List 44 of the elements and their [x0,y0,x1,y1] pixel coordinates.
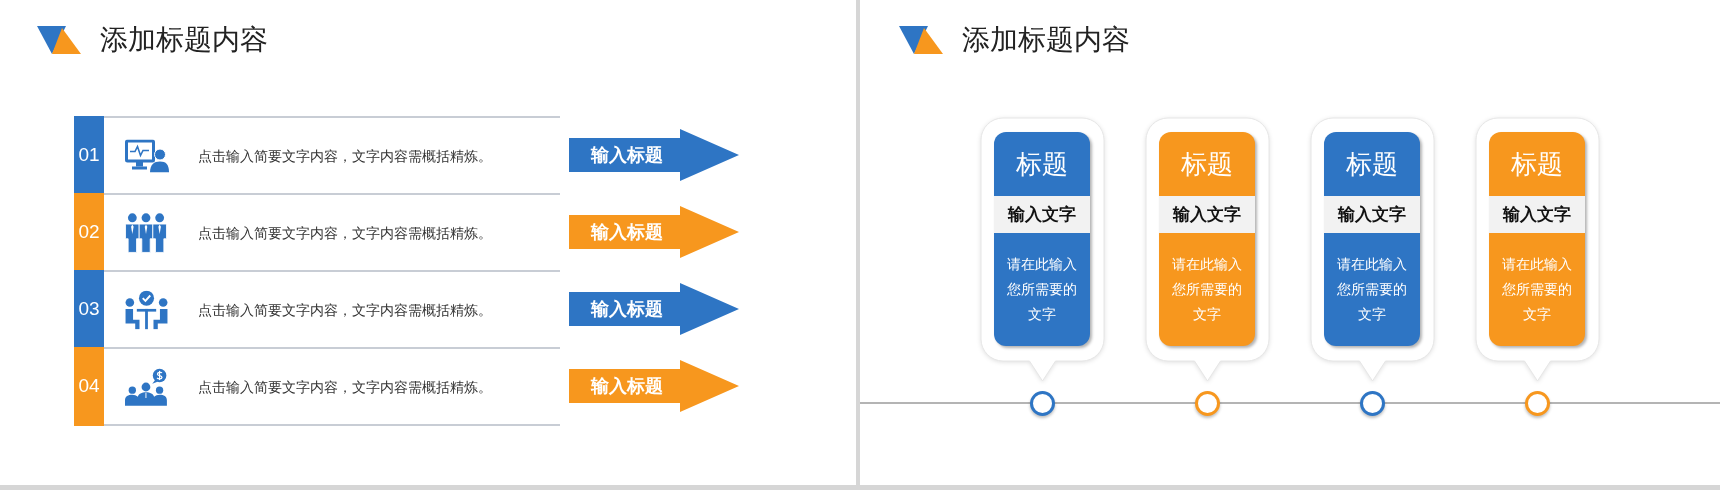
card-body-text: 请在此输入您所需要的文字 [1336,255,1408,324]
card-title: 标题 [1511,148,1563,180]
number-tab: 02 [74,193,104,272]
title-card [1324,132,1420,346]
arrow-shape [569,360,739,412]
title-card [994,132,1090,346]
page-title: 添加标题内容 [100,23,268,57]
description-text: 点击输入简要文字内容，文字内容需概括精炼。 [198,223,492,243]
timeline-marker [1030,391,1055,416]
timeline-marker [1195,391,1220,416]
description-text: 点击输入简要文字内容，文字内容需概括精炼。 [198,146,492,166]
number-tab: 01 [74,116,104,195]
callout-bubble [1145,117,1270,382]
card-body-text: 请在此输入您所需要的文字 [1006,255,1078,324]
card-title: 标题 [1181,148,1233,180]
callout-bubble [1310,117,1435,382]
arrow-shape [569,129,739,181]
arrow-label: 输入标题 [591,144,663,167]
description-text: 点击输入简要文字内容，文字内容需概括精炼。 [198,300,492,320]
callout-bubble [1475,117,1600,382]
subtitle-band: 输入文字 [1324,196,1420,233]
description-text: 点击输入简要文字内容，文字内容需概括精炼。 [198,377,492,397]
subtitle-band: 输入文字 [994,196,1090,233]
arrow-shape [569,283,739,335]
list-row [74,116,560,195]
title-card [1489,132,1585,346]
arrow-label: 输入标题 [591,375,663,398]
subtitle-band: 输入文字 [1489,196,1585,233]
callout-bubble [980,117,1105,382]
title-card [1159,132,1255,346]
list-row [74,347,560,426]
subtitle-band: 输入文字 [1159,196,1255,233]
card-title: 标题 [1346,148,1398,180]
number-tab: 03 [74,270,104,349]
card-title: 标题 [1016,148,1068,180]
number-tab: 04 [74,347,104,426]
arrow-label: 输入标题 [591,221,663,244]
timeline-marker [1525,391,1550,416]
card-body-text: 请在此输入您所需要的文字 [1171,255,1243,324]
page-title: 添加标题内容 [962,23,1130,57]
arrow-shape [569,206,739,258]
card-body-text: 请在此输入您所需要的文字 [1501,255,1573,324]
arrow-label: 输入标题 [591,298,663,321]
timeline-marker [1360,391,1385,416]
